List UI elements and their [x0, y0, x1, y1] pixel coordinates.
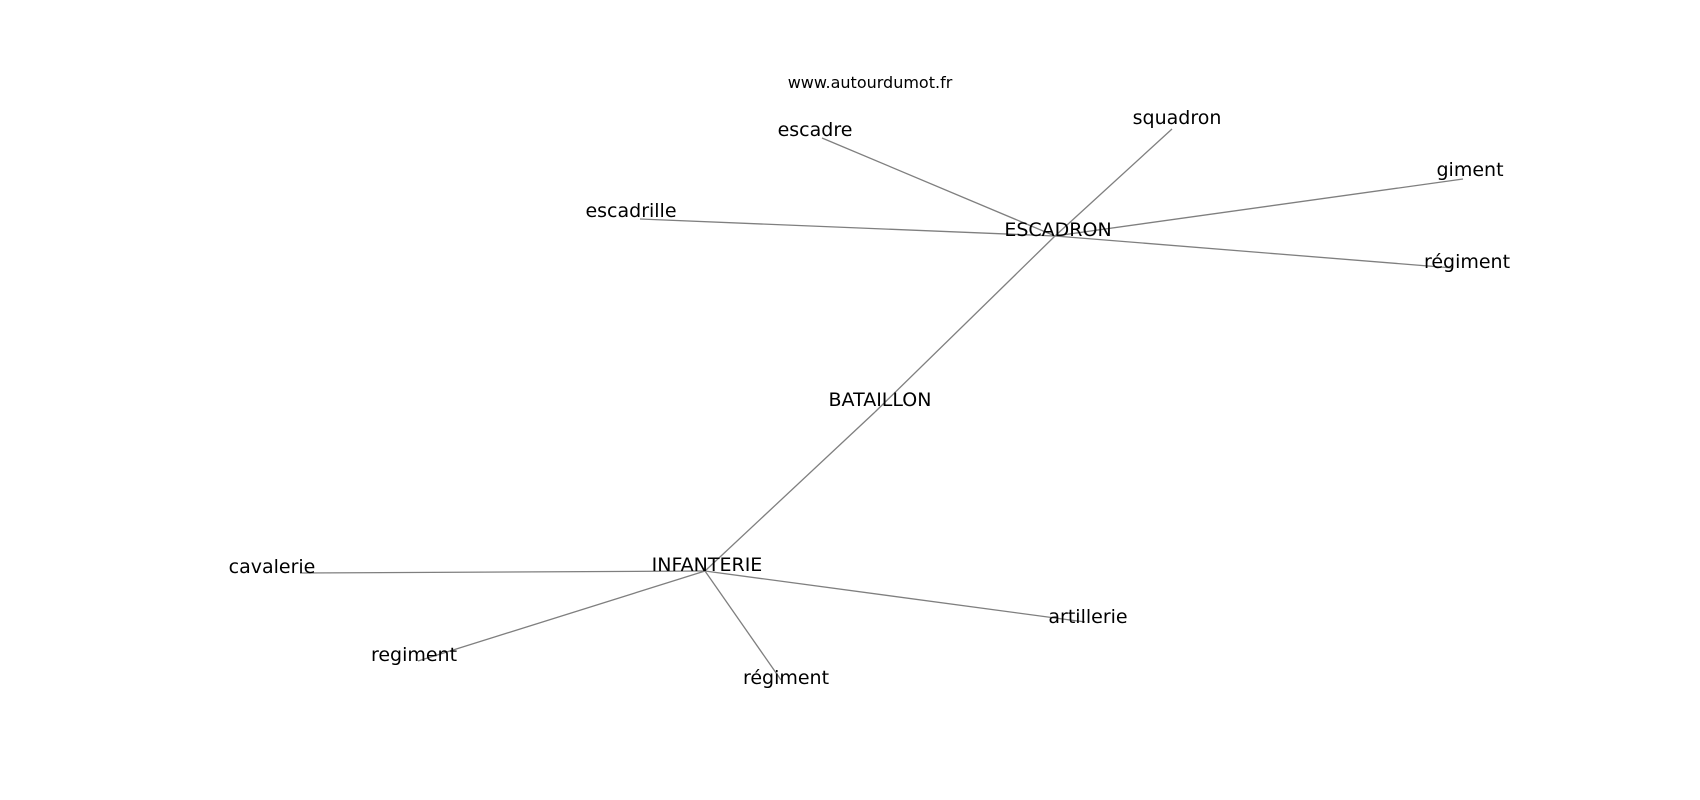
edge-escadron-regiment_accent_1	[1054, 235, 1454, 269]
edges-layer	[299, 128, 1464, 681]
node-label-regiment: regiment	[371, 644, 457, 666]
node-label-escadron: ESCADRON	[1004, 219, 1111, 241]
edge-escadron-bataillon	[874, 235, 1056, 413]
edge-escadron-escadrille	[639, 218, 1056, 237]
edge-infanterie-regiment_accent_2	[704, 570, 782, 681]
edge-escadron-giment	[1054, 178, 1464, 237]
node-label-giment: giment	[1436, 159, 1503, 181]
node-label-escadre: escadre	[778, 119, 853, 141]
node-label-escadrille: escadrille	[585, 200, 676, 222]
source-watermark: www.autourdumot.fr	[788, 73, 953, 92]
edge-infanterie-artillerie	[704, 570, 1086, 623]
node-label-infanterie: INFANTERIE	[652, 554, 763, 576]
node-label-regiment_accent_1: régiment	[1424, 251, 1510, 273]
edge-bataillon-infanterie	[704, 411, 876, 572]
edge-escadron-squadron	[1054, 128, 1173, 237]
node-label-bataillon: BATAILLON	[829, 389, 932, 411]
edge-infanterie-cavalerie	[299, 570, 706, 574]
node-label-squadron: squadron	[1133, 107, 1222, 129]
edge-escadron-escadre	[821, 137, 1056, 237]
node-label-cavalerie: cavalerie	[229, 556, 316, 578]
node-label-artillerie: artillerie	[1048, 606, 1127, 628]
edge-infanterie-regiment	[417, 570, 706, 662]
labels-layer: BATAILLON ESCADRON INFANTERIE escadre squadr…	[229, 107, 1510, 689]
node-label-regiment_accent_2: régiment	[743, 667, 829, 689]
